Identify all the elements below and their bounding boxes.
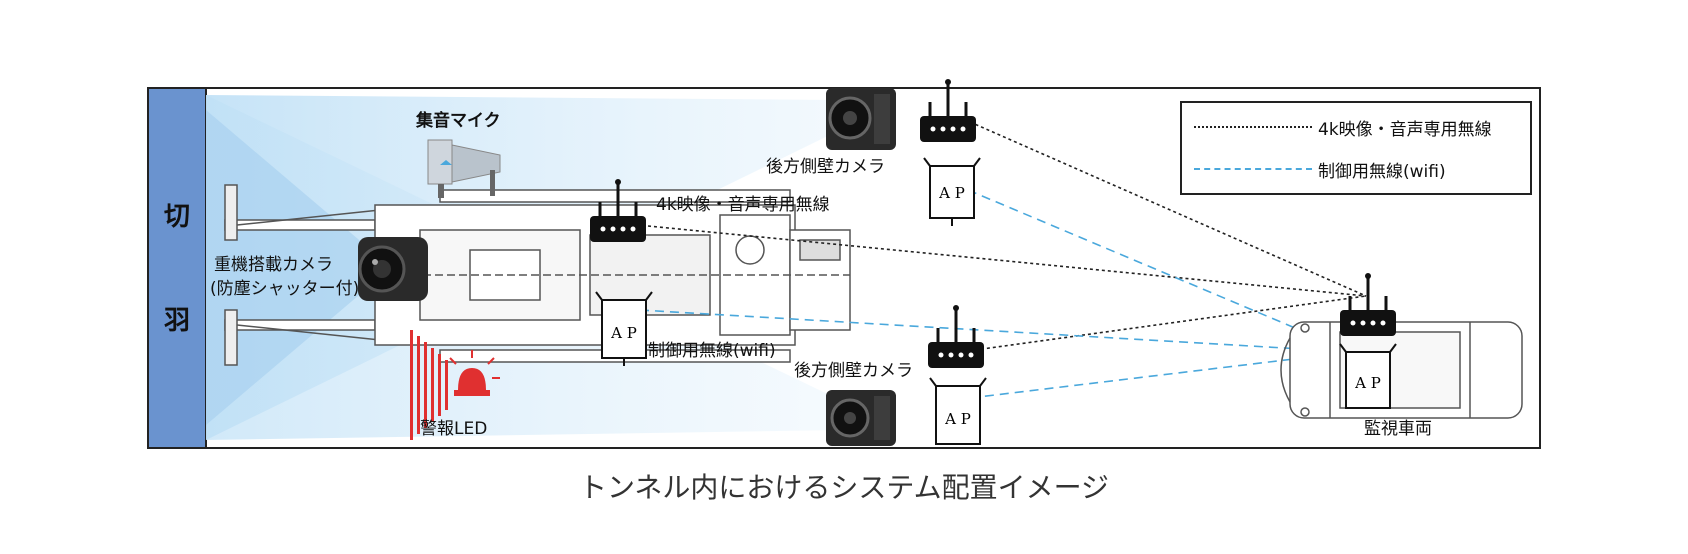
ap-label: A P [610,324,637,342]
ap-rear-top-icon: A P [923,157,981,226]
monitor-vehicle-label: 監視車両 [1364,419,1432,439]
legend: 4k映像・音声専用無線 制御用無線(wifi) [1180,101,1532,195]
legend-text-wifi: 制御用無線(wifi) [1318,162,1446,182]
ap-label: A P [938,184,965,202]
face-char-top: 切 [163,202,190,232]
ap-rear-bottom-icon: A P [929,377,987,445]
face-char-bottom: 羽 [163,306,190,336]
legend-text-radio: 4k映像・音声専用無線 [1318,120,1492,140]
ap-machine-icon: A P [595,291,653,366]
legend-line-dashed [1194,168,1312,170]
vehicle-camera-label-line2: (防塵シャッター付) [210,279,360,299]
wifi-label: 制御用無線(wifi) [648,341,776,361]
router-monitor-icon [1340,273,1396,336]
radio-links [647,121,1367,351]
router-rear-top-icon [920,79,976,142]
wireless-4k-label: 4k映像・音声専用無線 [656,195,830,215]
alarm-led-icon [410,330,500,440]
router-rear-bottom-icon [928,305,984,368]
vehicle-camera-label-line1: 重機搭載カメラ [214,255,333,275]
tunnel-face [147,87,207,449]
vehicle-camera-icon [358,237,428,301]
rear-camera-bottom-label: 後方側壁カメラ [794,361,913,381]
rear-camera-top-icon [826,88,896,150]
mic-icon [427,139,501,198]
ap-monitor-icon: A P [1339,343,1397,409]
wifi-links [639,189,1353,399]
rear-camera-bottom-icon [826,390,896,446]
drill-jumbo [224,184,851,366]
mic-label: 集音マイク [416,111,501,131]
rear-camera-top-label: 後方側壁カメラ [766,157,885,177]
legend-line-dotted [1194,126,1312,128]
router-machine-icon [590,179,646,242]
legend-item-radio: 4k映像・音声専用無線 [1194,115,1524,140]
vehicle-camera-beam [206,110,365,425]
ap-label: A P [1354,374,1381,392]
monitor-vehicle-icon [1280,321,1523,419]
figure-caption: トンネル内におけるシステム配置イメージ [578,471,1110,504]
ap-label: A P [944,410,971,428]
legend-item-wifi: 制御用無線(wifi) [1194,157,1524,182]
alarm-led-label: 警報LED [420,419,488,439]
